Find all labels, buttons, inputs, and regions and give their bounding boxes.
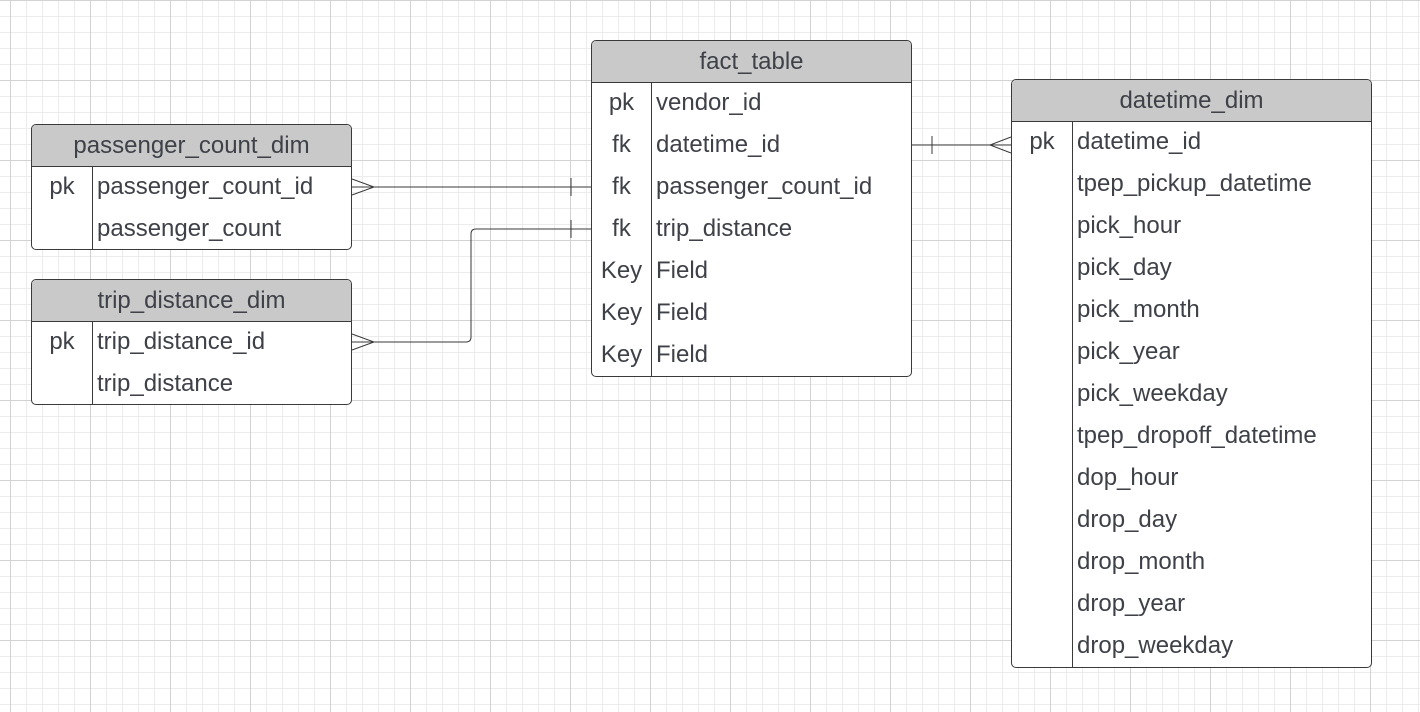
field-cell: passenger_count [97,215,282,242]
entity-row[interactable]: pk trip_distance_id [32,322,351,364]
key-cell [1012,164,1072,206]
field-cell: Field [656,299,709,326]
key-cell [32,364,92,404]
key-cell [1012,374,1072,416]
entity-row[interactable]: tpep_dropoff_datetime [1012,416,1371,458]
key-column-divider [1072,122,1073,667]
entity-row[interactable]: drop_day [1012,500,1371,542]
entity-row[interactable]: trip_distance [32,364,351,404]
key-cell: Key [600,341,643,368]
field-cell: pick_month [1077,296,1200,323]
entity-row[interactable]: drop_weekday [1012,626,1371,667]
entity-title: passenger_count_dim [32,125,351,167]
entity-fact-table[interactable]: fact_table pk vendor_id fk datetime_id f… [591,40,912,377]
entity-passenger-count-dim[interactable]: passenger_count_dim pk passenger_count_i… [31,124,352,250]
key-cell [1012,290,1072,332]
field-cell: Field [656,257,709,284]
entity-title: fact_table [592,41,911,83]
entity-trip-distance-dim[interactable]: trip_distance_dim pk trip_distance_id tr… [31,279,352,405]
key-cell [1012,542,1072,584]
key-cell [1012,248,1072,290]
crow-foot-many-marker [351,333,376,351]
field-cell: passenger_count_id [656,173,873,200]
relationship-trip-distance[interactable] [351,220,591,351]
entity-row[interactable]: Key Field [592,293,911,335]
field-cell: Field [656,341,709,368]
entity-body: pk datetime_id tpep_pickup_datetime pick… [1012,122,1371,667]
key-cell [1012,416,1072,458]
key-column-divider [92,322,93,404]
key-cell [1012,332,1072,374]
entity-row[interactable]: drop_year [1012,584,1371,626]
connector-line [352,228,591,343]
key-cell: fk [612,131,631,158]
field-cell: drop_year [1077,590,1186,617]
key-cell [1012,626,1072,667]
entity-row[interactable]: passenger_count [32,209,351,249]
entity-title: datetime_dim [1012,80,1371,122]
field-cell: datetime_id [1077,128,1202,155]
field-cell: drop_day [1077,506,1178,533]
entity-row[interactable]: Key Field [592,251,911,293]
key-column-divider [651,83,652,376]
entity-row[interactable]: pk vendor_id [592,83,911,125]
entity-row[interactable]: pick_weekday [1012,374,1371,416]
entity-body: pk vendor_id fk datetime_id fk passenger… [592,83,911,376]
key-cell: Key [600,299,643,326]
key-column-divider [92,167,93,249]
field-cell: tpep_pickup_datetime [1077,170,1312,197]
key-cell [32,209,92,249]
key-cell [1012,206,1072,248]
field-cell: trip_distance_id [97,328,266,355]
key-cell: pk [608,89,635,116]
field-cell: pick_hour [1077,212,1182,239]
field-cell: tpep_dropoff_datetime [1077,422,1317,449]
entity-row[interactable]: pick_day [1012,248,1371,290]
entity-row[interactable]: drop_month [1012,542,1371,584]
field-cell: vendor_id [656,89,762,116]
entity-row[interactable]: fk datetime_id [592,125,911,167]
field-cell: datetime_id [656,131,781,158]
entity-row[interactable]: Key Field [592,335,911,376]
entity-row[interactable]: pick_month [1012,290,1371,332]
entity-row[interactable]: tpep_pickup_datetime [1012,164,1371,206]
entity-row[interactable]: pk datetime_id [1012,122,1371,164]
entity-row[interactable]: fk passenger_count_id [592,167,911,209]
field-cell: trip_distance [97,370,234,397]
entity-row[interactable]: fk trip_distance [592,209,911,251]
key-cell: fk [612,173,631,200]
entity-row[interactable]: dop_hour [1012,458,1371,500]
field-cell: passenger_count_id [97,173,314,200]
entity-row[interactable]: pk passenger_count_id [32,167,351,209]
key-cell: pk [49,328,75,355]
entity-datetime-dim[interactable]: datetime_dim pk datetime_id tpep_pickup_… [1011,79,1372,668]
crow-foot-many-marker [351,178,376,196]
entity-body: pk passenger_count_id passenger_count [32,167,351,249]
field-cell: pick_year [1077,338,1180,365]
relationship-datetime[interactable] [912,136,1012,154]
key-cell [1012,500,1072,542]
key-cell: fk [612,215,631,242]
key-cell: pk [49,173,75,200]
entity-row[interactable]: pick_year [1012,332,1371,374]
key-cell: pk [1029,128,1055,155]
key-cell [1012,584,1072,626]
key-cell: Key [600,257,643,284]
field-cell: pick_weekday [1077,380,1228,407]
crow-foot-many-marker [988,136,1012,154]
relationship-passenger-count[interactable] [351,178,591,196]
entity-title: trip_distance_dim [32,280,351,322]
field-cell: trip_distance [656,215,793,242]
entity-body: pk trip_distance_id trip_distance [32,322,351,404]
field-cell: drop_month [1077,548,1206,575]
entity-row[interactable]: pick_hour [1012,206,1371,248]
field-cell: dop_hour [1077,464,1179,491]
key-cell [1012,458,1072,500]
field-cell: pick_day [1077,254,1172,281]
field-cell: drop_weekday [1077,632,1234,659]
